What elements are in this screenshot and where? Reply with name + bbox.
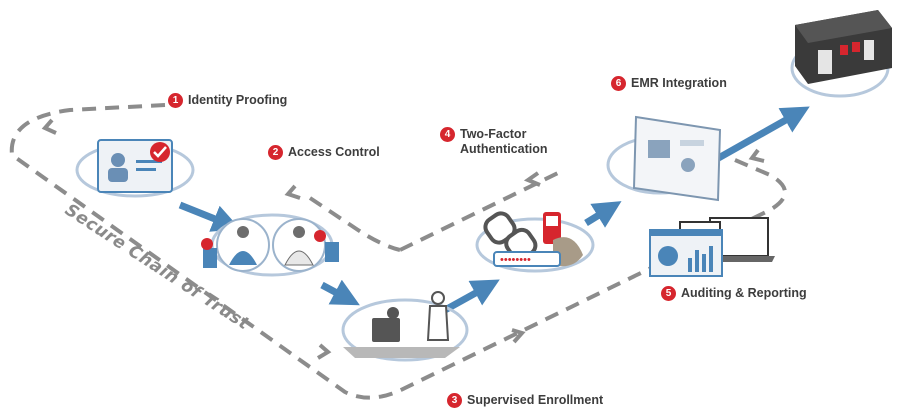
step-identity-proofing: 1 Identity Proofing (168, 93, 287, 108)
step-number-badge: 1 (168, 93, 183, 108)
dashboard-screens-icon (649, 217, 775, 277)
step-number-badge: 3 (447, 393, 462, 408)
step-two-factor-authentication: 4 Two-Factor Authentication (440, 127, 548, 157)
step-label: EMR Integration (631, 76, 727, 90)
data-center-icon (790, 10, 892, 98)
loop-chevrons (41, 118, 765, 360)
svg-text:••••••••: •••••••• (500, 254, 531, 266)
step-auditing-reporting: 5 Auditing & Reporting (661, 286, 807, 301)
step-emr-integration: 6 EMR Integration (611, 76, 727, 91)
step-label: Identity Proofing (188, 93, 288, 107)
flow-arrows (178, 106, 810, 314)
step-supervised-enrollment: 3 Supervised Enrollment (447, 393, 603, 408)
chain-of-trust-loop (9, 103, 787, 400)
step-number-badge: 2 (268, 145, 283, 160)
emr-screen-icon (606, 115, 722, 202)
step-access-control: 2 Access Control (268, 145, 380, 160)
step-number-badge: 6 (611, 76, 626, 91)
enrollment-desk-icon (341, 291, 469, 362)
dashed-upper-left (308, 196, 401, 252)
doctors-icon (201, 213, 339, 277)
step-number-badge: 5 (661, 286, 676, 301)
step-label-line2: Authentication (460, 142, 548, 156)
step-number-badge: 4 (440, 127, 455, 142)
step-label: Auditing & Reporting (681, 286, 807, 300)
token-auth-icon: •••••••• (475, 211, 595, 273)
id-badge-icon (75, 139, 195, 198)
step-label-line1: Two-Factor (460, 127, 527, 141)
dashed-upper-path (399, 170, 561, 252)
step-label: Access Control (288, 145, 380, 159)
step-label: Supervised Enrollment (467, 393, 604, 407)
